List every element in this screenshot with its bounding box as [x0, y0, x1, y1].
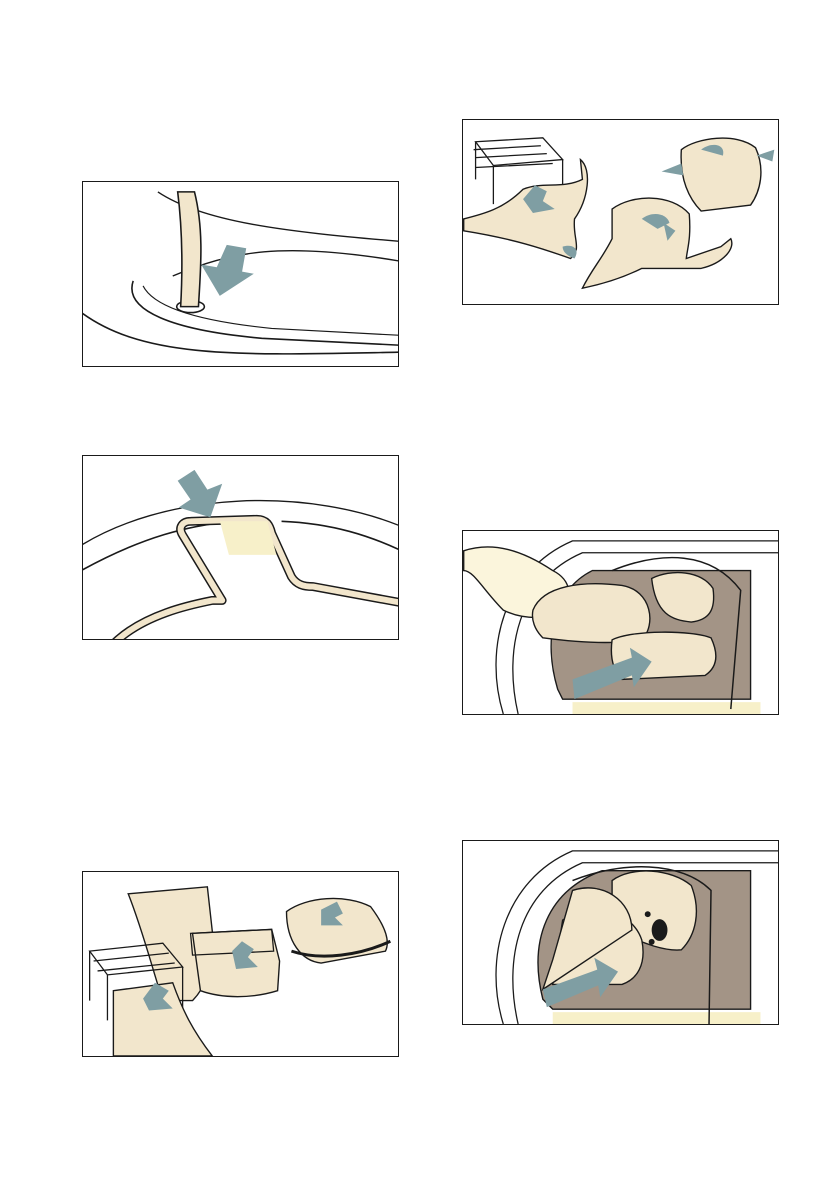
basket-wrap-icon [463, 120, 778, 304]
illustration-drain-hose [82, 181, 399, 367]
illustration-load-shoes [462, 530, 779, 715]
basket-wrap-icon [83, 872, 398, 1056]
drum-loading-icon [463, 841, 778, 1024]
illustration-load-toy [462, 840, 779, 1025]
illustration-basket-wrap [82, 871, 399, 1057]
illustration-door-seal [82, 455, 399, 640]
door-seal-icon [83, 456, 398, 639]
drum-loading-icon [463, 531, 778, 714]
drain-hose-icon [83, 182, 398, 366]
illustration-basket-wrap-2 [462, 119, 779, 305]
